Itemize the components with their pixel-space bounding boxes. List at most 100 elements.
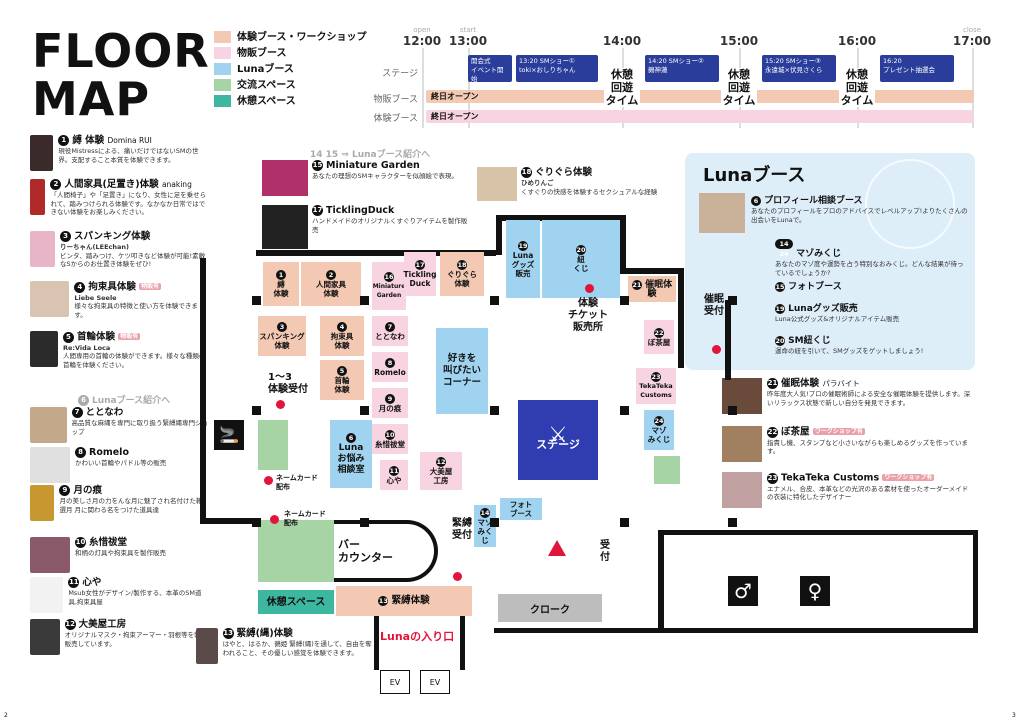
- rest-space[interactable]: 休憩スペース: [258, 590, 334, 614]
- guriguri-photo: [477, 167, 517, 201]
- close-label: close: [962, 26, 982, 34]
- stage-event-opening: 開会式 イベント開始: [468, 55, 512, 82]
- open-time: 12:00: [402, 34, 442, 48]
- exhibitor-photo: [30, 537, 70, 573]
- bar-counter[interactable]: バー カウンター: [334, 520, 438, 582]
- lounge-green-2: [258, 520, 334, 582]
- time-1400: 14:00: [602, 34, 642, 48]
- luna-photo: [699, 193, 745, 233]
- time-1500: 15:00: [719, 34, 759, 48]
- luna-entrance[interactable]: Lunaの入り口: [380, 630, 455, 643]
- legend-item: 体験ブース・ワークショップ: [214, 30, 367, 46]
- reception-1-3[interactable]: 1〜3 体験受付: [268, 372, 308, 395]
- room-15[interactable]: フォト ブース: [500, 498, 542, 520]
- start-label: start: [459, 26, 477, 34]
- page-number-right: 3: [1012, 712, 1016, 719]
- front-desk[interactable]: 受 付: [600, 540, 610, 563]
- luna-ref-top[interactable]: 14 15 ⇒ Lunaブース紹介へ: [310, 150, 431, 160]
- rest-1: 休憩 回遊 タイム: [604, 68, 640, 107]
- namecard-2: ネームカード 配布: [284, 510, 326, 527]
- rest-2: 休憩 回遊 タイム: [721, 68, 757, 107]
- stage-event-show3: 15:20 SMショー③ 永遠城×伏見さくら: [762, 55, 836, 82]
- stage-event-lottery: 16:20 プレゼント抽選会: [880, 55, 954, 82]
- stage-event-show2: 14:20 SMショー② 鵺神蓮: [645, 55, 719, 82]
- luna-title: Lunaブース: [703, 165, 806, 186]
- stage[interactable]: ⚔ステージ: [518, 400, 598, 480]
- ticket-booth[interactable]: 体験 チケット 販売所: [568, 298, 608, 333]
- exhibitor-photo: [30, 135, 54, 171]
- smoking-icon: 🚬: [214, 420, 244, 450]
- exhibitor-photo: [722, 472, 762, 508]
- page-number-left: 2: [4, 712, 8, 719]
- exhibitor-photo: [30, 231, 56, 267]
- open-label: open: [413, 26, 431, 34]
- exhibitor-photo: [30, 331, 58, 367]
- room-13[interactable]: 13 緊縛体験: [336, 586, 472, 616]
- namecard-1: ネームカード 配布: [276, 474, 318, 491]
- legend-item: 交流スペース: [214, 78, 367, 94]
- cloak[interactable]: クローク: [498, 594, 602, 622]
- shout-corner[interactable]: 好きを 叫びたい コーナー: [436, 328, 488, 414]
- exhibitor-photo: [196, 628, 218, 664]
- row-label-stage: ステージ: [382, 69, 418, 79]
- hypnosis-reception[interactable]: 催眠 受付: [704, 294, 724, 317]
- rest-3: 休憩 回遊 タイム: [839, 68, 875, 107]
- exhibitor-photo: [722, 426, 762, 462]
- kinbaku-reception[interactable]: 緊縛 受付: [452, 518, 472, 541]
- exhibitor-photo: [30, 179, 46, 215]
- legend: 体験ブース・ワークショップ 物販ブース Lunaブース 交流スペース 休憩スペー…: [214, 30, 367, 110]
- exhibitor-photo: [30, 577, 64, 613]
- exhibitor-photo: [30, 281, 70, 317]
- miniature-photo: [262, 160, 308, 196]
- row-label-exp: 体験ブース: [373, 114, 418, 124]
- time-1600: 16:00: [837, 34, 877, 48]
- room-21[interactable]: 21 催眠体験: [628, 276, 676, 302]
- elevator-1[interactable]: EV: [380, 670, 410, 694]
- page-title-line1: FLOOR: [32, 24, 210, 78]
- legend-item: 休憩スペース: [214, 94, 367, 110]
- exhibitor-photo: [30, 447, 70, 483]
- elevator-2[interactable]: EV: [420, 670, 450, 694]
- exhibitor-photo: [722, 378, 762, 414]
- start-time: 13:00: [448, 34, 488, 48]
